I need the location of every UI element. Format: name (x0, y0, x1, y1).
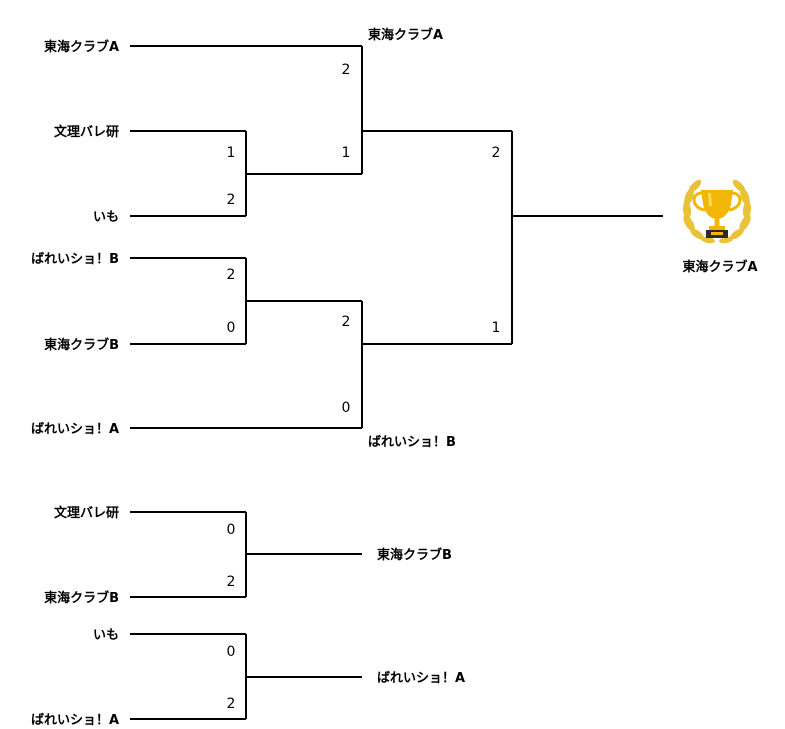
sf2-top-score: 2 (342, 314, 351, 330)
sf1-top-score: 2 (342, 62, 351, 78)
placement-team-label: いも (93, 628, 119, 643)
r1a-top-score: 1 (227, 145, 236, 161)
sf2-winner-label: ばれいショ！B (368, 435, 456, 450)
scores: 1 2 2 0 2 1 2 0 2 1 (227, 62, 501, 416)
placement-labels: 文理バレ研 東海クラブB 0 2 東海クラブB いも ばれいショ！A 0 2 ば… (31, 505, 465, 728)
p2-winner-label: ばれいショ！A (377, 671, 465, 686)
sf1-winner-label: 東海クラブA (368, 27, 443, 43)
r1a-bottom-score: 2 (227, 192, 236, 208)
p2-top-score: 0 (227, 644, 236, 660)
team-labels: 東海クラブA 文理バレ研 いも ばれいショ！B 東海クラブB ばれいショ！A (31, 39, 119, 437)
bracket-lines (130, 45, 663, 429)
final-bottom-score: 1 (492, 320, 501, 336)
p1-top-score: 0 (227, 522, 236, 538)
champion-label: 東海クラブA (682, 259, 757, 275)
sf1-bottom-score: 1 (342, 145, 351, 161)
p2-bottom-score: 2 (227, 696, 236, 712)
team-label: 文理バレ研 (54, 124, 119, 140)
trophy-with-laurel-icon (682, 179, 752, 244)
team-label: いも (93, 210, 119, 225)
r1b-top-score: 2 (227, 267, 236, 283)
r1b-bottom-score: 0 (227, 320, 236, 336)
team-label: 東海クラブB (44, 337, 119, 353)
sf2-bottom-score: 0 (342, 400, 351, 416)
team-label: ばれいショ！B (31, 252, 119, 267)
placement-team-label: ばれいショ！A (31, 713, 119, 728)
p1-bottom-score: 2 (227, 574, 236, 590)
placement-lines (130, 511, 362, 720)
team-label: ばれいショ！A (31, 422, 119, 437)
p1-winner-label: 東海クラブB (377, 547, 452, 563)
team-label: 東海クラブA (44, 39, 119, 55)
placement-team-label: 文理バレ研 (54, 505, 119, 521)
placement-team-label: 東海クラブB (44, 590, 119, 606)
final-top-score: 2 (492, 145, 501, 161)
